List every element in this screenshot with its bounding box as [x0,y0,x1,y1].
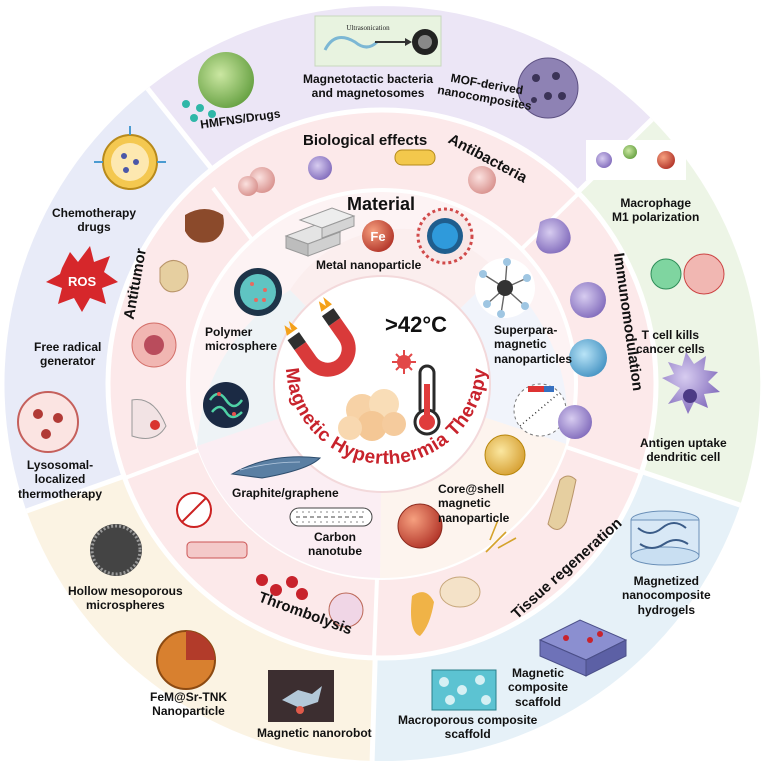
macroporous-scaffold-icon [431,669,497,711]
metal-bars-icon [284,207,356,257]
fe-symbol: Fe [370,229,385,244]
antigen-label: Antigen uptake dendritic cell [640,436,727,465]
magnet-icon [284,296,356,377]
graphene-icon [230,456,322,479]
nanorobot-icon [268,670,334,722]
lysosomal-label: Lysosomal- localized thermotherapy [18,458,103,501]
bacteria-cell-icons [238,149,496,196]
t-cell-label: T cell kills cancer cells [636,328,705,357]
polymer-microsphere-icon [234,268,282,316]
macrophage-panel [586,140,686,180]
polymer-microsphere-label: Polymer microsphere [205,325,278,354]
superparamagnetic-label: Superpara- magnetic nanoparticles [494,323,573,366]
antitumor-icons [131,209,224,439]
lysosome-icon [17,391,79,453]
virus-icon [392,350,416,374]
hollow-microsphere-icon [90,524,142,576]
material-header: Material [347,194,416,214]
core-shell-red-icon [397,503,443,549]
ultrasonication-label: Ultrasonication [346,24,390,32]
chemotherapy-nanoparticle-icon [94,126,166,190]
macrophage-label: Macrophage M1 polarization [612,196,700,225]
core-shell-label: Core@shell magnetic nanoparticle [438,482,510,525]
hydrogels-label: Magnetized nanocomposite hydrogels [622,574,711,617]
hydrogel-icon [630,510,700,566]
coated-nanoparticle-icon [416,207,474,265]
metal-nanoparticle-label: Metal nanoparticle [316,258,422,272]
ros-label: ROS [68,274,97,289]
magnetic-field-icon [513,383,567,437]
dendritic-cell-icon [662,352,720,414]
temperature-label: >42°C [385,312,448,337]
composite-scaffold-icon [538,619,628,677]
thrombolysis-icons [176,492,364,628]
ros-starburst-icon [46,246,118,312]
thermometer-icon [413,364,441,436]
tissue-regeneration-icons [411,475,577,636]
graphite-graphene-label: Graphite/graphene [232,486,339,500]
femsr-label: FeM@Sr-TNK Nanoparticle [150,690,228,719]
carbon-nanotube-label: Carbon nanotube [308,530,362,559]
free-radical-label: Free radical generator [34,340,102,369]
mof-icon [517,57,579,119]
nanorobot-label: Magnetic nanorobot [257,726,372,740]
center-circle [273,275,491,493]
fe-icon [362,220,394,252]
polymer-coil-icon [203,382,249,428]
biological-effects-header: Biological effects [303,132,428,149]
magnetotactic-label: Magnetotactic bacteria and magnetosomes [303,72,434,101]
t-cell-icon [650,253,725,295]
carbon-nanotube-icon [289,507,373,527]
macroporous-label: Macroporous composite scaffold [398,713,538,742]
hollow-label: Hollow mesoporous microspheres [68,584,183,613]
composite-scaffold-label: Magnetic composite scaffold [508,666,569,709]
ultrasonication-panel [314,15,442,67]
tumor-cluster-icon [338,389,406,441]
core-shell-gold-icon [484,434,526,476]
immunomodulation-icons [536,218,607,439]
femsr-icon [156,630,216,690]
hmfns-icon [182,52,254,122]
superparamagnetic-icon [475,258,535,318]
chemo-label: Chemotherapy drugs [52,206,137,235]
